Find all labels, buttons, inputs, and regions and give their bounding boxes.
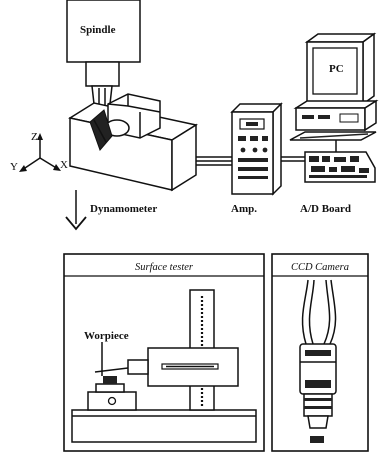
amp-label: Amp. <box>231 203 257 215</box>
axis-x-label: X <box>60 159 68 171</box>
tester-stylus <box>94 367 129 373</box>
surface-tester-title: Surface tester <box>135 262 194 273</box>
dynamometer <box>68 93 198 192</box>
spindle-housing <box>66 0 141 63</box>
ccd-camera-title: CCD Camera <box>291 262 349 273</box>
cutter-head <box>89 109 113 151</box>
axis-y-label: Y <box>10 161 18 173</box>
axis-z-label: Z <box>31 131 38 143</box>
ccd-camera <box>299 279 337 443</box>
spindle-collar <box>85 61 120 87</box>
spindle-label: Spindle <box>80 24 116 36</box>
down-arrow-icon <box>65 190 87 231</box>
workpiece-sample <box>103 376 117 384</box>
dynamometer-label: Dynamometer <box>90 203 157 215</box>
pc <box>289 32 379 141</box>
cable-amp-ad <box>281 156 305 162</box>
ccd-camera-lens <box>303 393 333 417</box>
cable-dyn-amp <box>196 156 232 166</box>
pc-screen <box>312 47 358 95</box>
surface-tester <box>71 289 257 443</box>
ccd-camera-tag <box>310 436 324 443</box>
tester-probe-holder <box>127 359 149 375</box>
axes <box>19 133 61 172</box>
workpiece-label: Worpiece <box>84 330 129 342</box>
amplifier <box>230 102 283 196</box>
tester-base <box>71 409 257 443</box>
ad-board-label: A/D Board <box>300 203 351 215</box>
workpiece-on-stage <box>95 383 125 393</box>
dynamometer-side <box>171 123 197 192</box>
pc-label: PC <box>329 63 344 75</box>
ad-board <box>304 151 376 183</box>
spindle <box>66 0 141 123</box>
